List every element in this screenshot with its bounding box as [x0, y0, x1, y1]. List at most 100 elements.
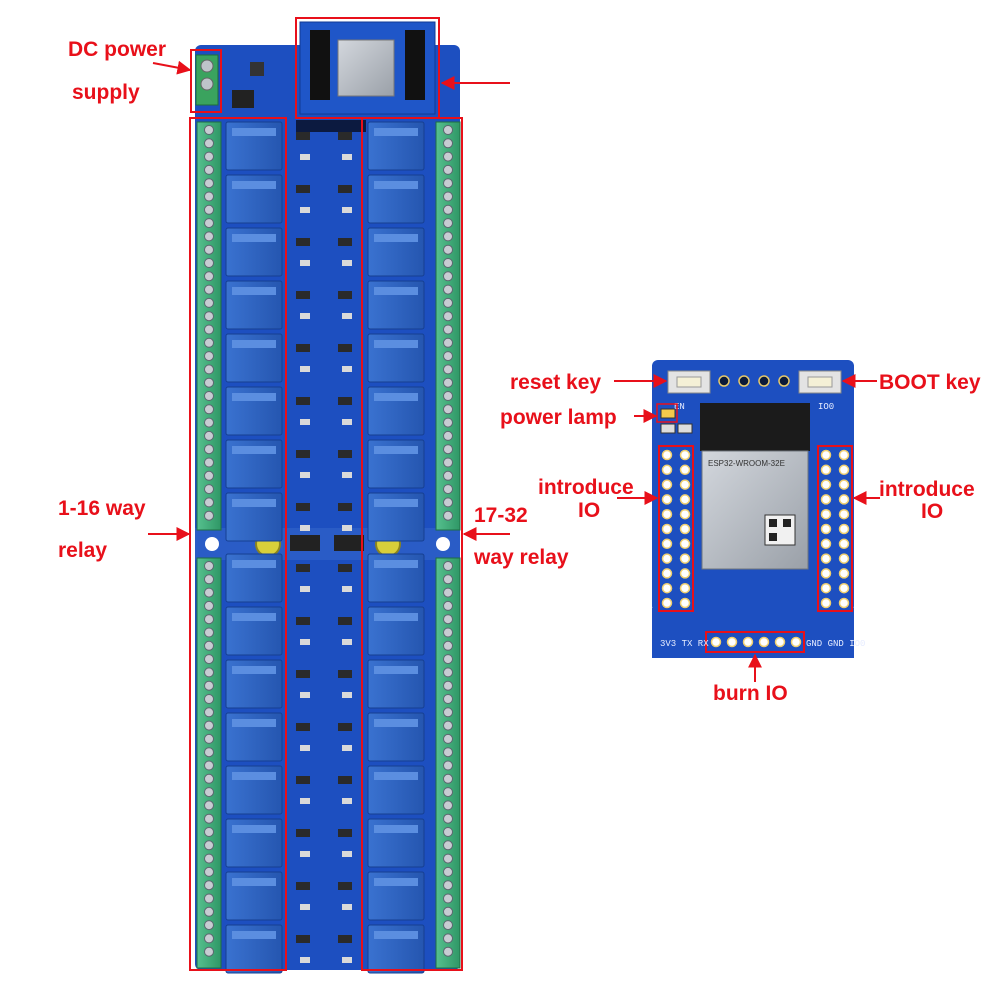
terminal-screw [443, 417, 453, 428]
label-relay-right-2: way relay [473, 546, 569, 569]
smd-part [300, 798, 310, 804]
terminal-screw [443, 470, 453, 481]
relay-label [374, 931, 418, 939]
io-pin [679, 508, 691, 520]
transistor [338, 564, 352, 572]
io-pin [838, 494, 850, 505]
transistor [338, 829, 352, 837]
smd-part [342, 639, 352, 645]
relay-label [232, 446, 276, 454]
io-pin [679, 464, 691, 476]
smd-part [342, 904, 352, 910]
terminal-screw [443, 457, 453, 468]
terminal-screw [443, 444, 453, 455]
pin-hole [758, 375, 770, 387]
relay-label [374, 234, 418, 242]
silk-io0: IO0 [818, 402, 834, 412]
terminal-screw [204, 244, 214, 255]
power-terminal-screw [200, 77, 214, 91]
terminal-screw [204, 574, 214, 585]
smd-part [300, 692, 310, 698]
io-pin [679, 494, 691, 505]
highlight-box-relay-right [361, 117, 463, 971]
silk-bottom-right: GND GND IO0 [806, 639, 865, 649]
relay-label [232, 772, 276, 780]
terminal-screw [204, 920, 214, 931]
qr-code-block [769, 533, 777, 541]
smd-part [342, 586, 352, 592]
terminal-screw [204, 840, 214, 851]
terminal-screw [204, 231, 214, 242]
transistor [338, 185, 352, 193]
transistor [296, 776, 310, 784]
io-pin [820, 449, 832, 461]
terminal-screw [204, 351, 214, 362]
relay-label [374, 446, 418, 454]
terminal-screw [204, 906, 214, 917]
header-strip-top [310, 30, 330, 100]
transistor [296, 397, 310, 405]
terminal-screw [204, 271, 214, 282]
smd-part [300, 639, 310, 645]
terminal-screw [204, 430, 214, 441]
label-dc-power: DC power [68, 38, 166, 61]
highlight-box-burn [705, 631, 805, 653]
terminal-screw [204, 377, 214, 388]
transistor [338, 935, 352, 943]
io-pin [679, 597, 691, 609]
transistor [296, 670, 310, 678]
terminal-screw [204, 297, 214, 308]
terminal-screw [443, 430, 453, 441]
terminal-screw [204, 800, 214, 811]
io-pin [820, 464, 832, 476]
label-introduce-right-1: introduce [879, 478, 975, 501]
relay-label [374, 666, 418, 674]
terminal-screw [443, 204, 453, 215]
transistor [338, 344, 352, 352]
io-pin [661, 568, 673, 579]
terminal-screw [443, 853, 453, 864]
terminal-screw [443, 640, 453, 651]
mounting-hole [205, 537, 219, 551]
relay-label [374, 825, 418, 833]
label-introduce-right-2: IO [921, 500, 943, 523]
terminal-screw [204, 484, 214, 495]
smd-part [300, 472, 310, 478]
terminal-screw [204, 561, 214, 571]
relay-label [232, 666, 276, 674]
terminal-screw [443, 510, 453, 521]
io-pin [661, 464, 673, 476]
terminal-screw [443, 138, 453, 149]
io-pin [679, 553, 691, 564]
terminal-screw [443, 244, 453, 255]
power-terminal-screw [200, 59, 214, 73]
transistor [338, 882, 352, 890]
smd-part [300, 366, 310, 372]
terminal-screw [204, 853, 214, 864]
smd-part [300, 260, 310, 266]
transistor [296, 564, 310, 572]
label-supply: supply [72, 81, 140, 104]
smd-part [342, 692, 352, 698]
transistor [338, 723, 352, 731]
io-pin [838, 597, 850, 609]
smd-part [300, 851, 310, 857]
highlight-box-power [190, 49, 222, 113]
highlight-box-io-left [658, 445, 694, 612]
terminal-screw [443, 297, 453, 308]
terminal-screw [443, 654, 453, 665]
terminal-screw [443, 747, 453, 758]
transistor [296, 617, 310, 625]
smd-resistor [660, 423, 676, 434]
transistor [338, 450, 352, 458]
smd-part [300, 207, 310, 213]
terminal-screw [204, 337, 214, 348]
smd-part [300, 586, 310, 592]
terminal-screw [443, 614, 453, 625]
terminal-screw [443, 920, 453, 931]
terminal-screw [204, 813, 214, 824]
io-pin [661, 523, 673, 535]
io-pins-right [820, 449, 850, 609]
terminal-screw [443, 600, 453, 611]
smd-part [300, 419, 310, 425]
